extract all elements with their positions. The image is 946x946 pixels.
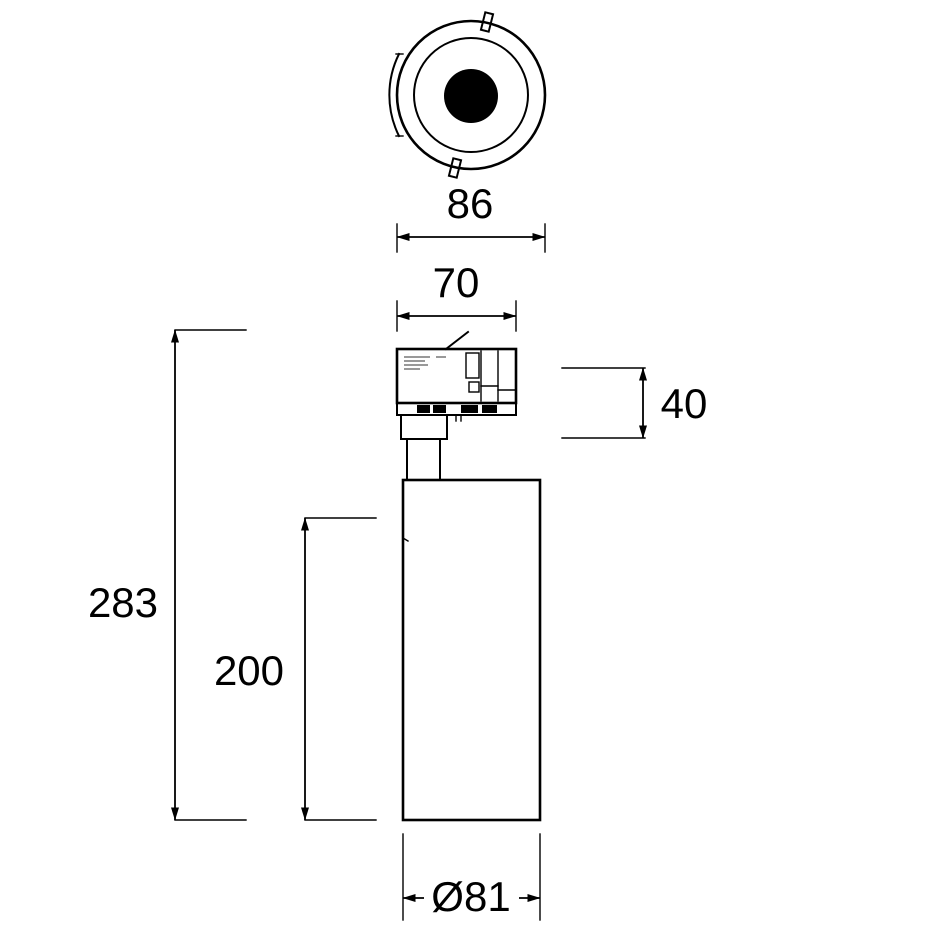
- adapter-contact-blocks: [417, 405, 497, 413]
- lens-circle: [444, 69, 498, 123]
- dim-adapter-height: 40: [561, 367, 708, 439]
- dim-body-diameter: Ø81: [402, 833, 541, 921]
- dim-81-label: Ø81: [431, 873, 510, 920]
- dim-200-label: 200: [214, 647, 284, 694]
- adapter-detail-block-1: [465, 352, 480, 379]
- dim-overall-height: 283: [88, 329, 247, 821]
- dim-outer-diameter: 86: [396, 180, 546, 253]
- dim-283-label: 283: [88, 579, 158, 626]
- bezel-inner-circle: [413, 37, 529, 153]
- adapter-label-microprint: [404, 356, 446, 370]
- dim-body-height: 200: [214, 517, 377, 821]
- luminaire-body: [401, 478, 542, 822]
- adapter-lever: [444, 330, 470, 351]
- adapter-detail-block-2: [468, 381, 480, 393]
- dim-adapter-width: 70: [396, 259, 517, 332]
- side-view: [395, 330, 542, 822]
- dim-40-label: 40: [661, 380, 708, 427]
- bezel-outer-circle: [395, 19, 547, 171]
- top-view: [388, 11, 547, 179]
- dim-70-label: 70: [433, 259, 480, 306]
- adapter-collar: [400, 414, 448, 440]
- adapter-contact-strip: [396, 402, 517, 416]
- dim-86-label: 86: [447, 180, 494, 227]
- adapter-arc-outline: [388, 52, 401, 138]
- body-seam-mark: [402, 537, 409, 542]
